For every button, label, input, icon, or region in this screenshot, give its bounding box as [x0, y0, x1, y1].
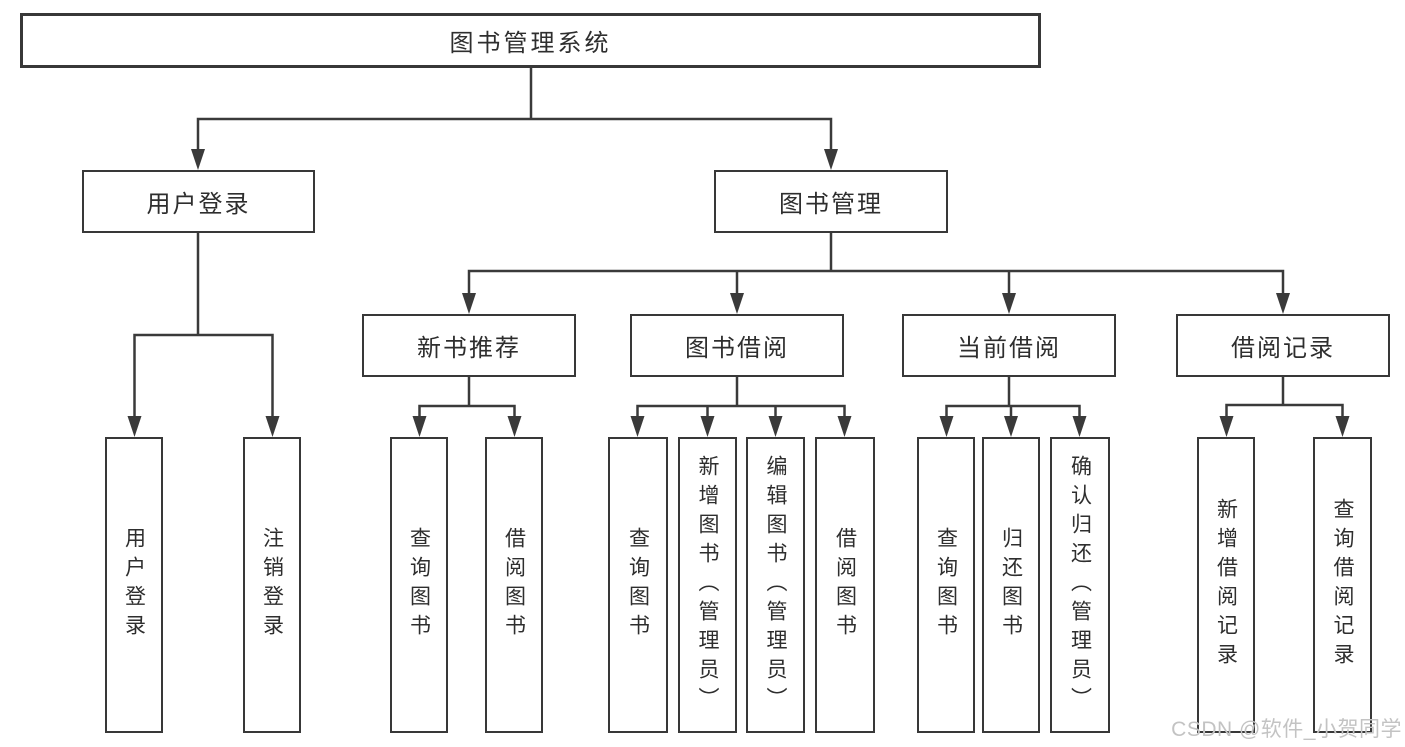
leaf-query-books-current: 查询图书	[917, 437, 975, 733]
leaf-borrow-books: 借阅图书	[815, 437, 875, 733]
leaf-query-books-recommend-label: 查询图书	[407, 527, 431, 643]
node-borrow-records: 借阅记录	[1176, 314, 1390, 377]
connector-root-to-level2	[191, 68, 838, 170]
leaf-query-books-borrow-label: 查询图书	[626, 527, 650, 643]
connector-currentborrow-to-leaves	[939, 377, 1087, 437]
watermark: CSDN @软件_小贺同学	[1171, 718, 1402, 741]
leaf-return-book: 归还图书	[982, 437, 1040, 733]
leaf-user-login-label: 用户登录	[122, 527, 146, 643]
leaf-borrow-books-recommend-label: 借阅图书	[502, 527, 526, 643]
node-current-borrow: 当前借阅	[902, 314, 1116, 377]
leaf-add-book-admin-label: 新增图书（管理员）	[696, 454, 719, 716]
leaf-query-books-borrow: 查询图书	[608, 437, 668, 733]
connector-userlogin-to-leaves	[127, 233, 280, 437]
leaf-confirm-return-admin-label: 确认归还（管理员）	[1068, 454, 1092, 716]
leaf-user-login: 用户登录	[105, 437, 163, 733]
leaf-logout-label: 注销登录	[260, 527, 284, 643]
connector-newbook-to-leaves	[412, 377, 522, 437]
leaf-query-borrow-record: 查询借阅记录	[1313, 437, 1372, 733]
leaf-query-borrow-record-label: 查询借阅记录	[1331, 498, 1354, 672]
leaf-return-book-label: 归还图书	[999, 527, 1023, 643]
connector-borrowrecords-to-leaves	[1219, 377, 1350, 437]
node-book-borrow: 图书借阅	[630, 314, 844, 377]
leaf-borrow-books-label: 借阅图书	[833, 527, 857, 643]
leaf-edit-book-admin: 编辑图书（管理员）	[746, 437, 805, 733]
leaf-add-borrow-record: 新增借阅记录	[1197, 437, 1255, 733]
leaf-edit-book-admin-label: 编辑图书（管理员）	[764, 454, 787, 716]
root-node-library-system: 图书管理系统	[20, 13, 1041, 68]
leaf-add-borrow-record-label: 新增借阅记录	[1214, 498, 1238, 672]
connector-bookmgmt-to-level3	[462, 233, 1290, 314]
leaf-borrow-books-recommend: 借阅图书	[485, 437, 543, 733]
leaf-add-book-admin: 新增图书（管理员）	[678, 437, 737, 733]
connector-bookborrow-to-leaves	[630, 377, 852, 437]
node-user-login: 用户登录	[82, 170, 315, 233]
node-book-management: 图书管理	[714, 170, 948, 233]
node-new-book-recommend: 新书推荐	[362, 314, 576, 377]
leaf-confirm-return-admin: 确认归还（管理员）	[1050, 437, 1110, 733]
leaf-query-books-recommend: 查询图书	[390, 437, 448, 733]
leaf-query-books-current-label: 查询图书	[934, 527, 958, 643]
leaf-logout: 注销登录	[243, 437, 301, 733]
